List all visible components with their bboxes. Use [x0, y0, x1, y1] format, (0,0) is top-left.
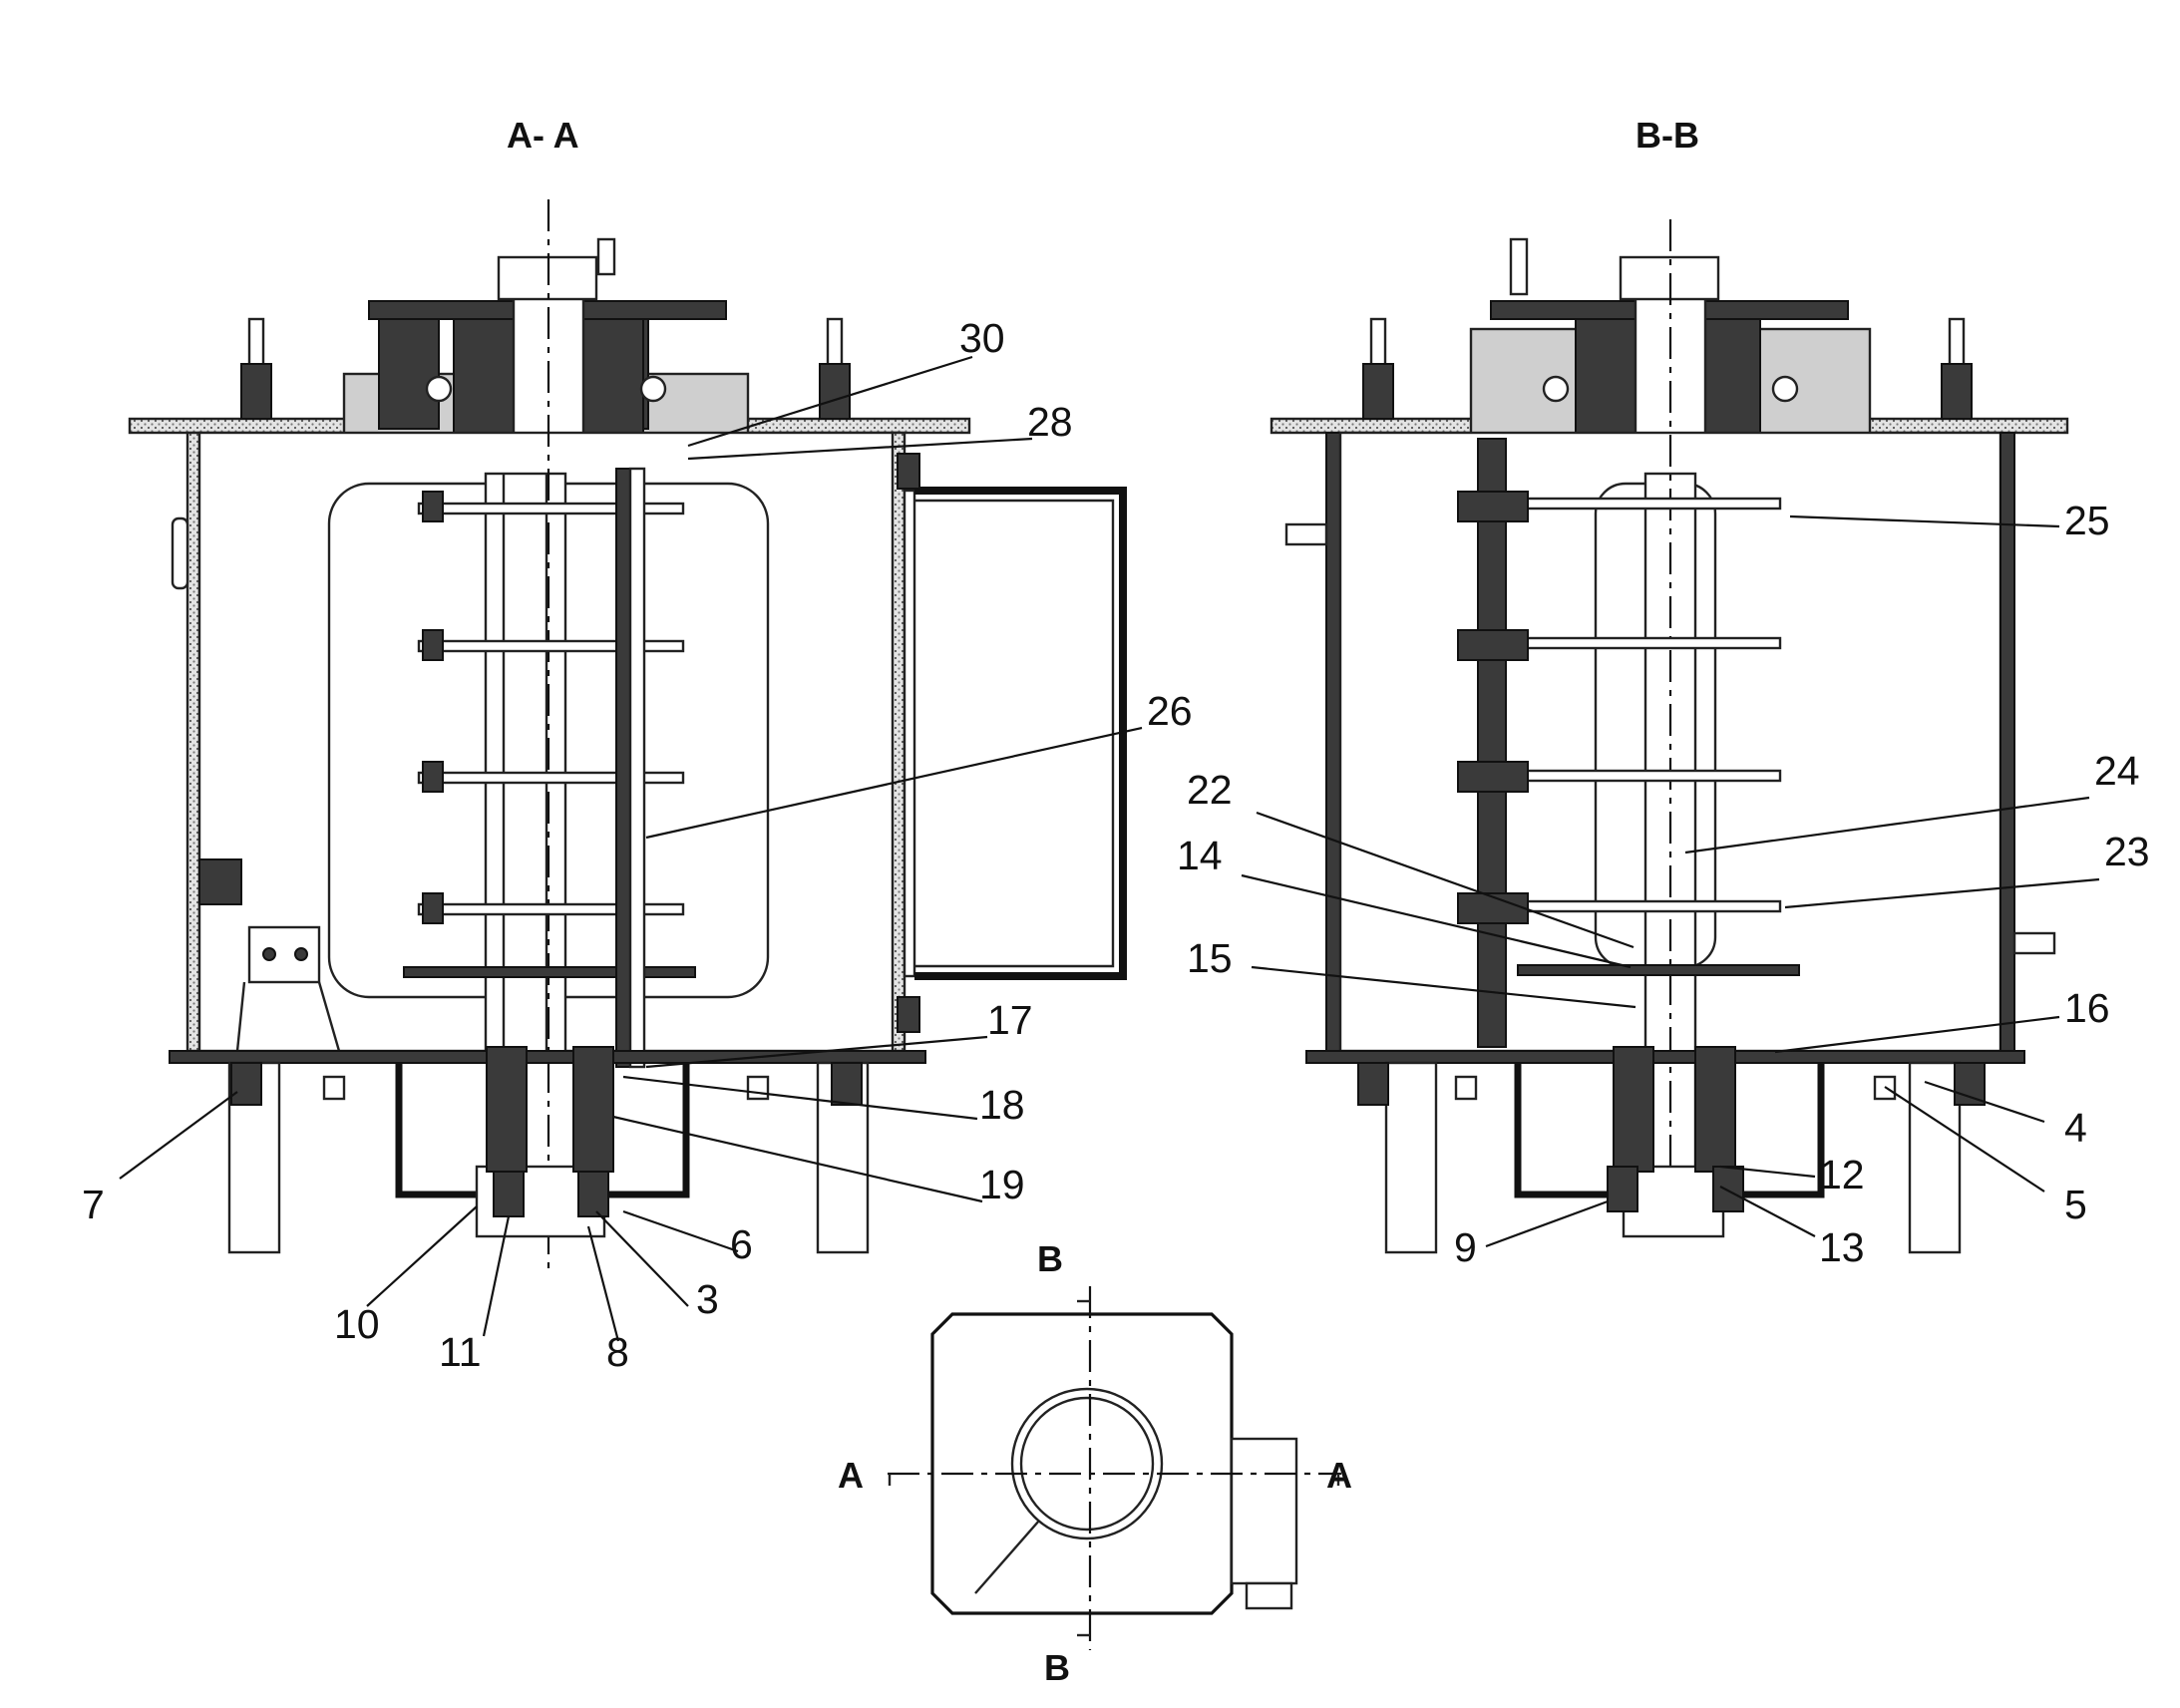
part-label-10: 10	[334, 1301, 380, 1347]
plan-label-b-bottom: B	[1044, 1647, 1070, 1688]
section-title-b-b: B-B	[1635, 115, 1699, 156]
part-label-30: 30	[959, 315, 1005, 361]
part-label-22: 22	[1187, 767, 1233, 813]
part-label-17: 17	[987, 997, 1033, 1043]
part-label-18: 18	[979, 1082, 1025, 1128]
part-label-19: 19	[979, 1162, 1025, 1207]
part-label-7: 7	[82, 1182, 105, 1227]
part-label-5: 5	[2064, 1182, 2087, 1227]
part-label-9: 9	[1454, 1224, 1477, 1270]
plan-label-a-right: A	[1326, 1455, 1352, 1496]
part-label-23: 23	[2104, 829, 2150, 874]
part-label-3: 3	[696, 1276, 719, 1322]
part-label-12: 12	[1819, 1152, 1865, 1197]
part-label-26: 26	[1147, 688, 1193, 734]
part-label-15: 15	[1187, 935, 1233, 981]
part-label-16: 16	[2064, 985, 2110, 1031]
section-title-a-a: A- A	[507, 115, 579, 156]
leader-lines	[119, 355, 2100, 1342]
part-label-28: 28	[1027, 399, 1073, 445]
plan-label-b-top: B	[1037, 1238, 1063, 1279]
part-label-14: 14	[1177, 833, 1223, 878]
section-b-b-view	[1270, 219, 2069, 1254]
part-label-4: 4	[2064, 1105, 2087, 1151]
part-label-6: 6	[730, 1221, 753, 1267]
part-label-11: 11	[439, 1329, 482, 1375]
section-titles: A- A B-B B B A A	[507, 115, 1699, 1688]
part-label-13: 13	[1819, 1224, 1865, 1270]
section-a-a-view	[128, 199, 1127, 1276]
part-label-8: 8	[606, 1329, 629, 1375]
plan-view	[888, 1286, 1341, 1650]
part-label-24: 24	[2094, 748, 2140, 794]
part-label-25: 25	[2064, 498, 2110, 543]
part-labels: 30 28 26 17 18 19 7 10 11 8 3 6 25 24 23…	[82, 315, 2150, 1375]
plan-label-a-left: A	[838, 1455, 864, 1496]
